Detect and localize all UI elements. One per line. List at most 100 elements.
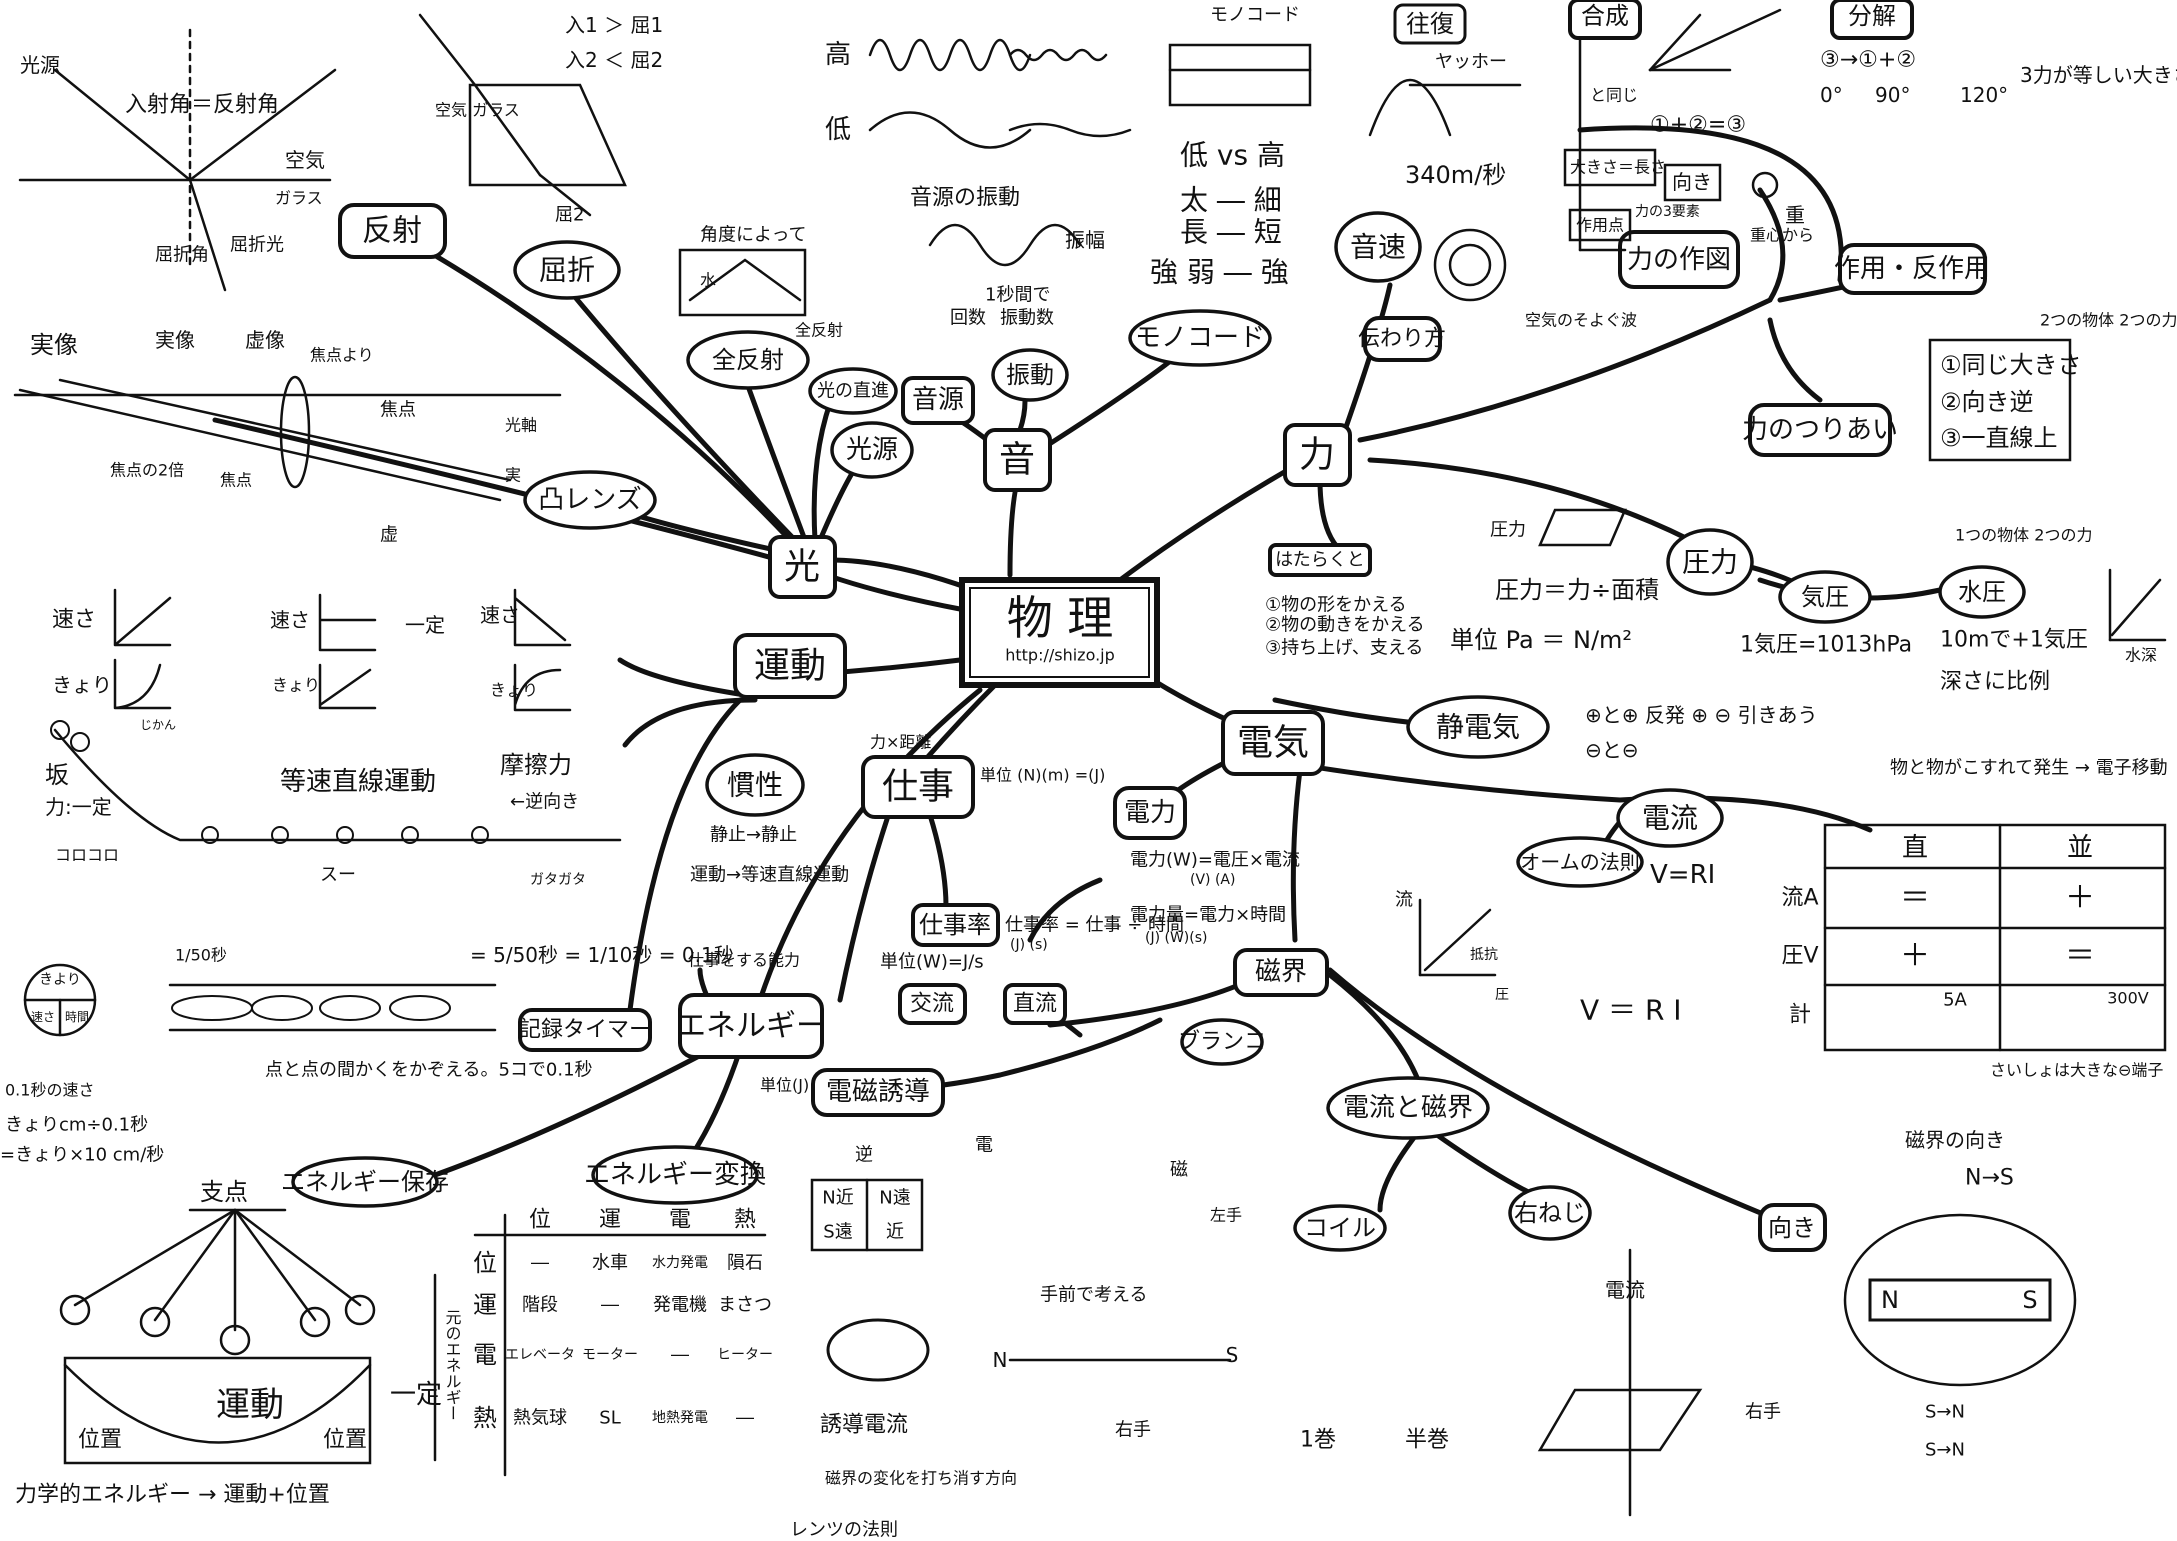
note-pressure-e: 圧 xyxy=(1495,987,1509,1003)
note-rub: 物と物がこすれて発生 → 電子移動 xyxy=(1890,758,2168,779)
note-one-body: 1つの物体 2つの力 xyxy=(1955,526,2092,545)
note-water1: 10mで+1気圧 xyxy=(1940,628,2088,653)
coil-n: N xyxy=(993,1348,1008,1372)
conv-head-2: 電 xyxy=(669,1208,691,1233)
note-constant: 一定 xyxy=(405,613,445,637)
note-e2: ②物の動きをかえる xyxy=(1265,615,1425,636)
note-dot: 点と点の間かくをかぞえる。5コで0.1秒 xyxy=(265,1060,593,1081)
note-air-vibration: 空気のそよぐ波 xyxy=(1525,311,1637,330)
note-focal-2x: 焦点の2倍 xyxy=(110,461,184,480)
node-effects: はたらくと xyxy=(1275,550,1365,571)
note-e3: ③持ち上げ、支える xyxy=(1265,638,1423,659)
note-water: 水 xyxy=(700,271,716,290)
note-current-lbl: 電流 xyxy=(1605,1278,1645,1302)
note-reverse: ←逆向き xyxy=(510,792,579,813)
note-deg90: 90° xyxy=(1875,83,1910,107)
note-sn1: S→N xyxy=(1925,1402,1965,1423)
table-parallel-head: 並 xyxy=(2067,833,2093,863)
conv-cell-2-4: ヒーター xyxy=(717,1347,773,1363)
note-real-image2: 実像 xyxy=(155,328,195,352)
note-pressure-eq: 圧力＝力÷面積 xyxy=(1495,576,1659,604)
note-decomp-eq: ③→①+② xyxy=(1820,48,1916,73)
conv-cell-1-0: 運 xyxy=(473,1291,497,1319)
table-v-parallel: ＝ xyxy=(2065,939,2095,974)
note-virtual-image: 虚像 xyxy=(245,328,285,352)
conv-cell-1-3: 発電機 xyxy=(653,1295,707,1316)
node-electricity: 電気 xyxy=(1237,723,1309,764)
note-dist1: きょり xyxy=(52,673,112,697)
motion-drawings: 速さ きょり じかん 速さ 一定 きょり 速さ きょり 等速直線運動 摩擦力 ←… xyxy=(0,590,849,1166)
node-force-diagram: 力の作図 xyxy=(1627,245,1731,275)
note-direction: 向き xyxy=(1672,170,1712,194)
note-force-dist: 力×距離 xyxy=(870,733,931,752)
note-force-const: 力:一定 xyxy=(45,795,112,819)
magnet-n: N xyxy=(1881,1286,1899,1314)
note-speed1: 速さ xyxy=(52,608,96,633)
conv-cell-1-2: ― xyxy=(601,1295,619,1316)
note-inequality2: 入2 ＜ 屈2 xyxy=(565,48,663,72)
note-power-eq: 電力(W)=電圧×電流 xyxy=(1130,850,1300,871)
note-dist2: きょり xyxy=(272,676,320,695)
note-energy-units: (J) (W)(s) xyxy=(1145,930,1208,946)
table-series-head: 直 xyxy=(1902,833,1928,863)
note-same: と同じ xyxy=(1590,86,1638,105)
note-circle-r: 時間 xyxy=(65,1010,89,1024)
note-virtual: 虚 xyxy=(380,525,398,546)
title-main: 物 理 xyxy=(1007,591,1114,645)
node-static: 静電気 xyxy=(1436,711,1520,744)
note-calc2: きょりcm÷0.1秒 xyxy=(5,1115,148,1136)
conv-head-1: 運 xyxy=(599,1208,621,1233)
note-inertia2: 運動→等速直線運動 xyxy=(690,865,849,886)
table-v-series: ＋ xyxy=(1900,939,1930,974)
title-url: http://shizo.jp xyxy=(1005,646,1115,665)
note-calc3: =きょり×10 cm/秒 xyxy=(0,1145,164,1166)
conv-head-0: 位 xyxy=(529,1208,551,1233)
conv-cell-3-2: SL xyxy=(599,1408,620,1429)
node-magnetic: 磁界 xyxy=(1255,957,1307,987)
note-gravity-center: 重心から xyxy=(1750,226,1814,245)
node-direction: 向き xyxy=(1768,1214,1816,1242)
note-freq-label: 振動数 xyxy=(1000,308,1054,329)
note-vibration-title: 音源の振動 xyxy=(910,186,1020,211)
conv-cell-1-1: 階段 xyxy=(522,1295,558,1316)
node-ohm: オームの法則 xyxy=(1520,850,1639,874)
node-convex-lens: 凸レンズ xyxy=(538,485,641,515)
node-propagation: 伝わり方 xyxy=(1358,327,1446,352)
note-yahoo: ヤッホー xyxy=(1435,52,1507,73)
node-pressure: 圧力 xyxy=(1682,546,1738,579)
note-static1: ⊕と⊕ 反発 ⊕ ⊖ 引きあう xyxy=(1585,703,1817,727)
node-action-reaction: 作用・反作用 xyxy=(1834,254,1990,284)
note-pos-l: 位置 xyxy=(78,1428,122,1453)
node-current-mag: 電流と磁界 xyxy=(1343,1093,1473,1123)
conv-cell-0-0: 位 xyxy=(473,1249,497,1277)
note-real-image: 実像 xyxy=(30,331,78,359)
table-5a: 5A xyxy=(1943,990,1967,1011)
note-high: 高 xyxy=(825,40,851,70)
node-balance: 力のつりあい xyxy=(1742,415,1898,445)
note-induced: 誘導電流 xyxy=(820,1413,908,1438)
node-conservation: エネルギー保存 xyxy=(281,1168,449,1196)
node-reflection: 反射 xyxy=(362,214,422,249)
node-motion: 運動 xyxy=(754,646,826,687)
note-uniform: 等速直線運動 xyxy=(280,767,436,797)
note-s-near: 近 xyxy=(886,1222,904,1243)
note-pressure-small: 圧力 xyxy=(1490,520,1526,541)
note-induced-dir: 磁界の変化を打ち消す方向 xyxy=(825,1469,1017,1488)
note-pair4: 強 弱 ― 強 xyxy=(1150,256,1289,289)
note-pair1: 低 vs 高 xyxy=(1180,139,1285,172)
table-a-parallel: ＋ xyxy=(2065,881,2095,916)
note-motion-e: 運動 xyxy=(216,1385,284,1425)
note-ns: N→S xyxy=(1965,1166,2014,1191)
note-pair2: 太 ― 細 xyxy=(1180,184,1282,217)
note-smooth: スー xyxy=(320,865,356,886)
node-conversion: エネルギー変換 xyxy=(584,1160,766,1190)
note-n-far: N遠 xyxy=(879,1188,910,1209)
conv-cell-2-0: 電 xyxy=(473,1341,497,1369)
note-depth: 水深 xyxy=(2125,646,2157,665)
note-focal-out: 焦点より xyxy=(310,346,374,365)
note-ref2: 屈2 xyxy=(555,205,584,226)
note-meter: さいしょは大きな⊖端子 xyxy=(1990,1061,2163,1080)
node-work: 仕事 xyxy=(882,767,954,808)
energy-nodes: エネルギー保存 エネルギー変換 xyxy=(281,1147,766,1206)
note-resist: 抵抗 xyxy=(1470,947,1498,963)
